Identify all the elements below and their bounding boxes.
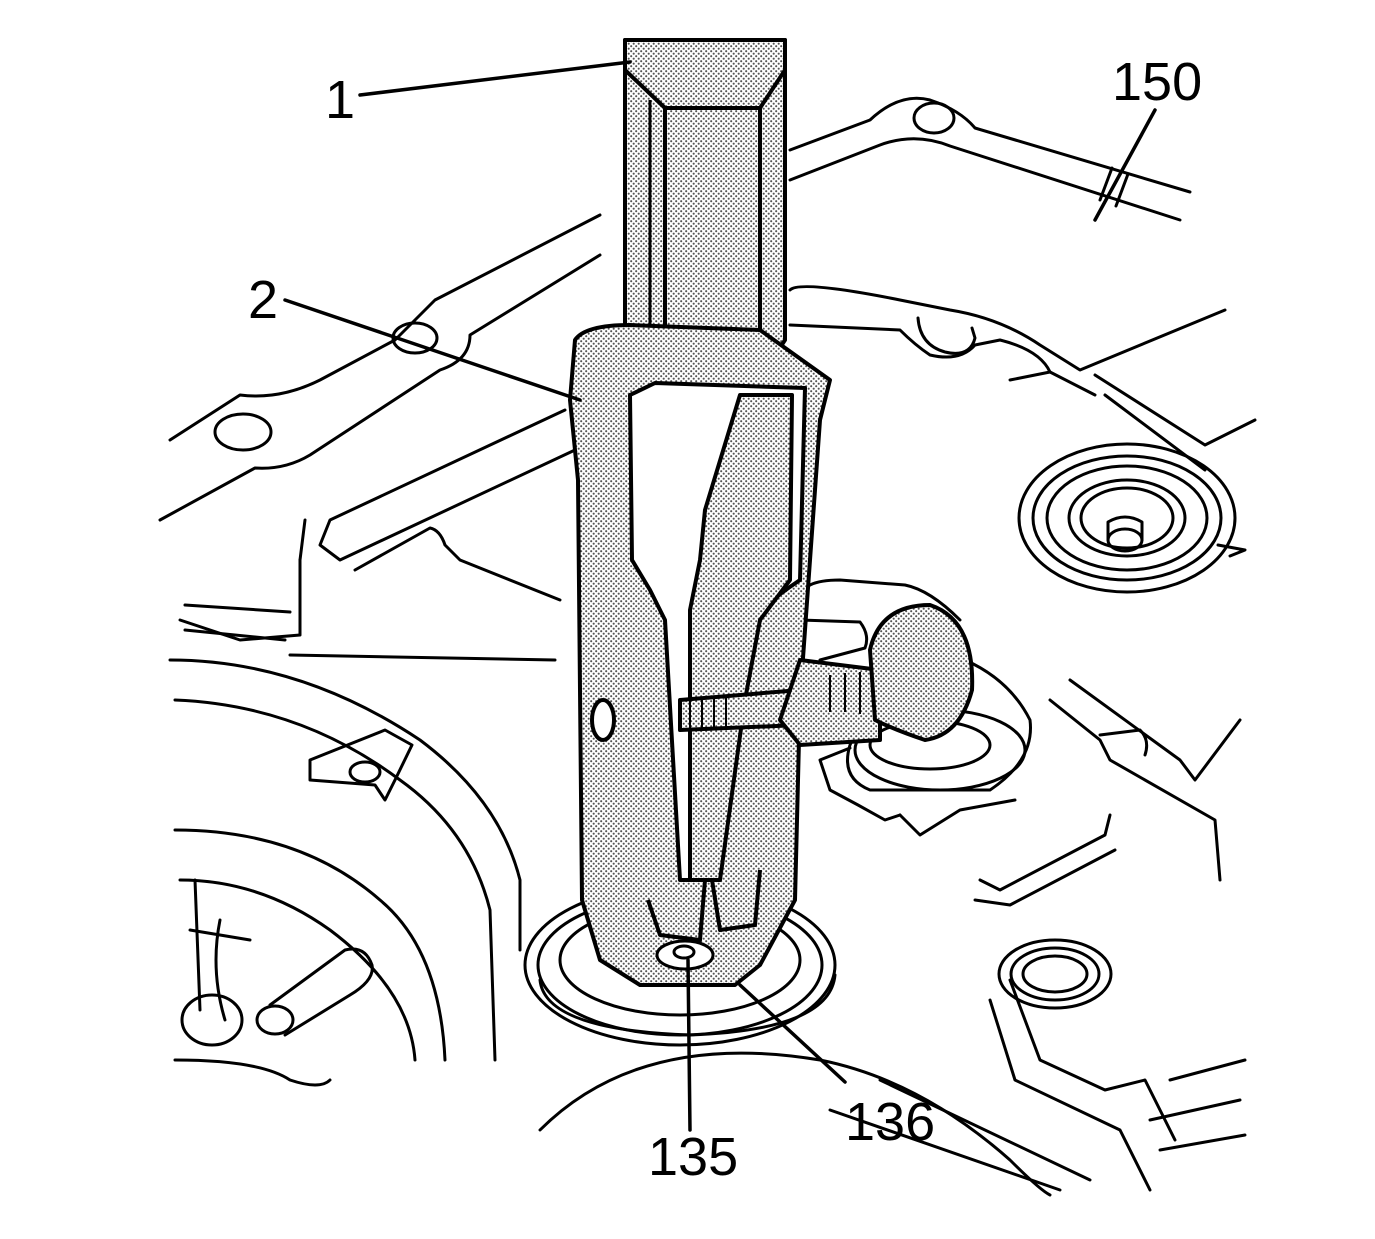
transmission-case-housing [158,96,1257,1197]
callout-136: 136 [845,1092,935,1152]
callout-150: 150 [1112,52,1202,112]
callout-135: 135 [648,1127,738,1187]
leader-line-150 [1093,108,1157,222]
seal-remover-tool [568,323,975,987]
leader-line-136 [738,983,847,1084]
leader-line-135 [686,958,692,1132]
seal-135 [655,939,715,971]
callout-1: 1 [325,70,355,130]
callout-2: 2 [248,270,278,330]
leader-line-2 [283,298,582,402]
handle-tool [623,38,787,380]
leader-line-1 [358,60,632,97]
leader-lines [283,60,1157,1132]
